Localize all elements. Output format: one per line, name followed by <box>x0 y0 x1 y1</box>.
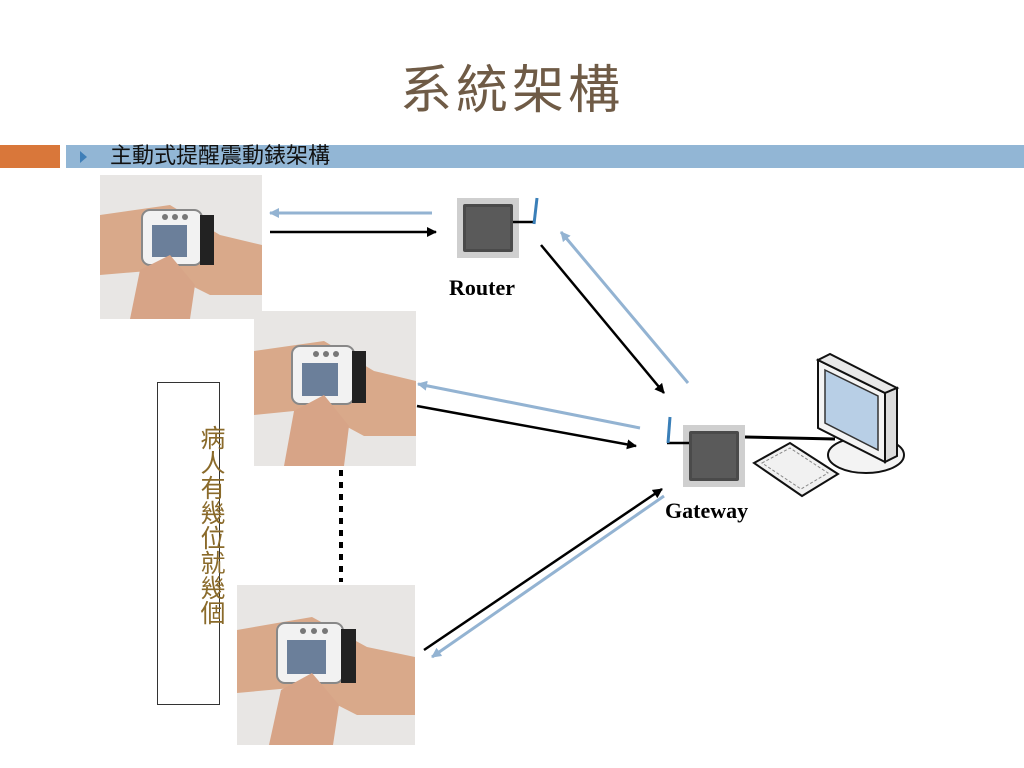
router-label: Router <box>449 275 515 300</box>
patient-count-note: 病人有幾位就幾個 <box>197 425 226 625</box>
router-chip-icon <box>457 197 539 258</box>
arrow-watch2-to-gateway <box>416 404 637 450</box>
arrow-router-to-gateway <box>540 244 665 394</box>
arrow-gateway-to-router <box>559 231 690 384</box>
wristwatch-device-photo-1 <box>100 175 262 319</box>
arrow-watch3-to-gateway <box>423 487 663 652</box>
slide-subtitle: 主動式提醒震動錶架構 <box>110 144 331 169</box>
bullet-arrow-icon <box>80 151 87 163</box>
wristwatch-device-photo-2 <box>254 311 416 466</box>
gateway-chip-icon <box>666 416 836 487</box>
wristwatch-device-photo-3 <box>237 585 415 745</box>
arrow-gateway-to-watch2 <box>417 380 641 430</box>
desktop-computer-icon <box>752 352 905 498</box>
accent-bar-blue <box>66 145 1024 168</box>
slide-title: 系統架構 <box>399 61 624 121</box>
patient-count-note-box: 病人有幾位就幾個 <box>157 382 226 705</box>
accent-bar-orange <box>0 145 60 168</box>
gateway-label: Gateway <box>665 498 749 523</box>
arrow-gateway-to-watch3 <box>431 494 665 659</box>
